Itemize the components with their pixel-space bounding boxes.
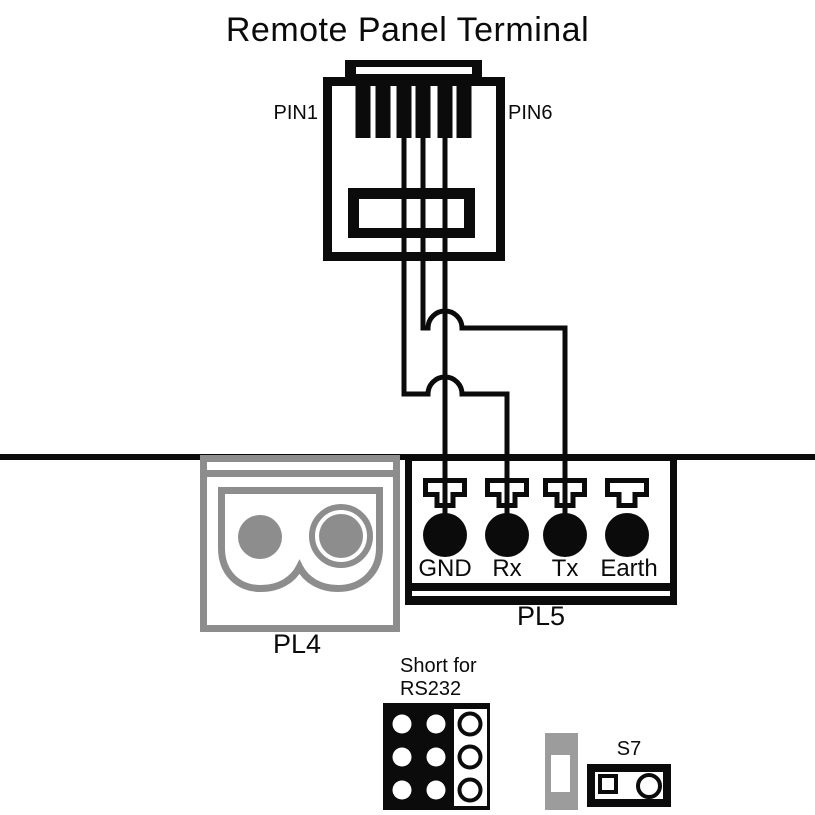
rj-plug-pins [355, 84, 472, 138]
pl4-connector [200, 455, 400, 632]
jumper-shunt [545, 733, 578, 810]
wire-tx [420, 120, 568, 514]
pl4-pin-right-ring [309, 504, 373, 568]
pin6-label: PIN6 [508, 102, 553, 124]
wire-rx [401, 120, 510, 514]
s7-label: S7 [616, 738, 642, 760]
terminal-label-gnd: GND [418, 555, 472, 582]
terminal-label-rx: Rx [492, 555, 522, 582]
rj-plug-icon [323, 60, 505, 261]
rs232-jumper-header [383, 703, 490, 810]
diagram-title: Remote Panel Terminal [225, 11, 590, 49]
wires [401, 120, 568, 514]
s7-link [587, 764, 671, 807]
terminal-label-tx: Tx [551, 555, 579, 582]
s7-square-pad [598, 774, 618, 794]
pl4-pin-right [319, 514, 363, 558]
pin1-label: PIN1 [273, 102, 318, 124]
pl4-label: PL4 [272, 629, 322, 659]
rs232-caption-line1: Short for [400, 655, 477, 677]
terminal-label-earth: Earth [600, 555, 658, 582]
pl5-terminal-block [405, 455, 677, 605]
pl5-label: PL5 [516, 601, 566, 631]
terminal-earth [605, 478, 649, 557]
s7-round-pad [636, 773, 662, 799]
pl4-pin-left [238, 515, 282, 559]
rs232-caption-line2: RS232 [400, 678, 462, 700]
